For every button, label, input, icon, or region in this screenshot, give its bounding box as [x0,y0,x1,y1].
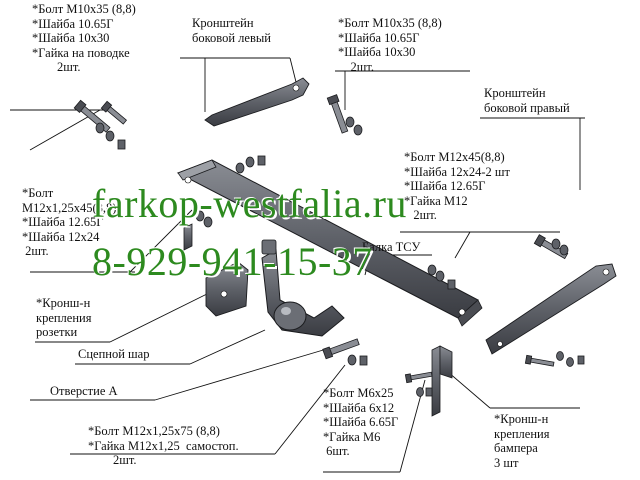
watermark-phone: 8-929-941-15-37 [92,239,373,284]
label-bracket-left: Кронштейн боковой левый [192,16,271,45]
bumper-bracket-shapes [183,223,453,417]
washer-nut-shapes [95,116,585,397]
watermark-site: farkop-westfalia.ru [92,181,407,226]
label-bolt-m10-right: *Болт М10х35 (8,8) *Шайба 10.65Г *Шайба … [338,16,442,74]
label-tow-ball: Сцепной шар [78,347,150,361]
label-bolt-m6: *Болт М6х25 *Шайба 6х12 *Шайба 6.65Г *Га… [323,386,399,458]
label-bumper-bracket: *Кронш-н крепления бампера 3 шт [494,412,550,470]
tow-ball-shape [261,239,345,337]
label-hole-a: Отверстие А [50,384,118,398]
left-side-bracket-shape [204,77,310,127]
label-socket-bracket: *Кронш-н крепления розетки [36,296,92,339]
label-bolt-m12x45: *Болт М12х45(8,8) *Шайба 12х24-2 шт *Шай… [404,150,511,222]
label-beam: Балка ТСУ [362,240,421,254]
socket-bracket-shape [205,261,249,317]
label-bracket-right: Кронштейн боковой правый [484,86,570,115]
label-bolt-m12x125x45: *Болт М12х1,25х45(8,8) *Шайба 12.65Г *Ша… [22,186,117,258]
right-side-bracket-shape [485,263,617,355]
beam-shape [176,159,483,327]
leader-lines [10,57,585,473]
label-bolt-m12x75: *Болт М12х1,25х75 (8,8) *Гайка М12х1,25 … [88,424,239,467]
label-bolt-m10-left: *Болт М10х35 (8,8) *Шайба 10.65Г *Шайба … [32,2,136,74]
